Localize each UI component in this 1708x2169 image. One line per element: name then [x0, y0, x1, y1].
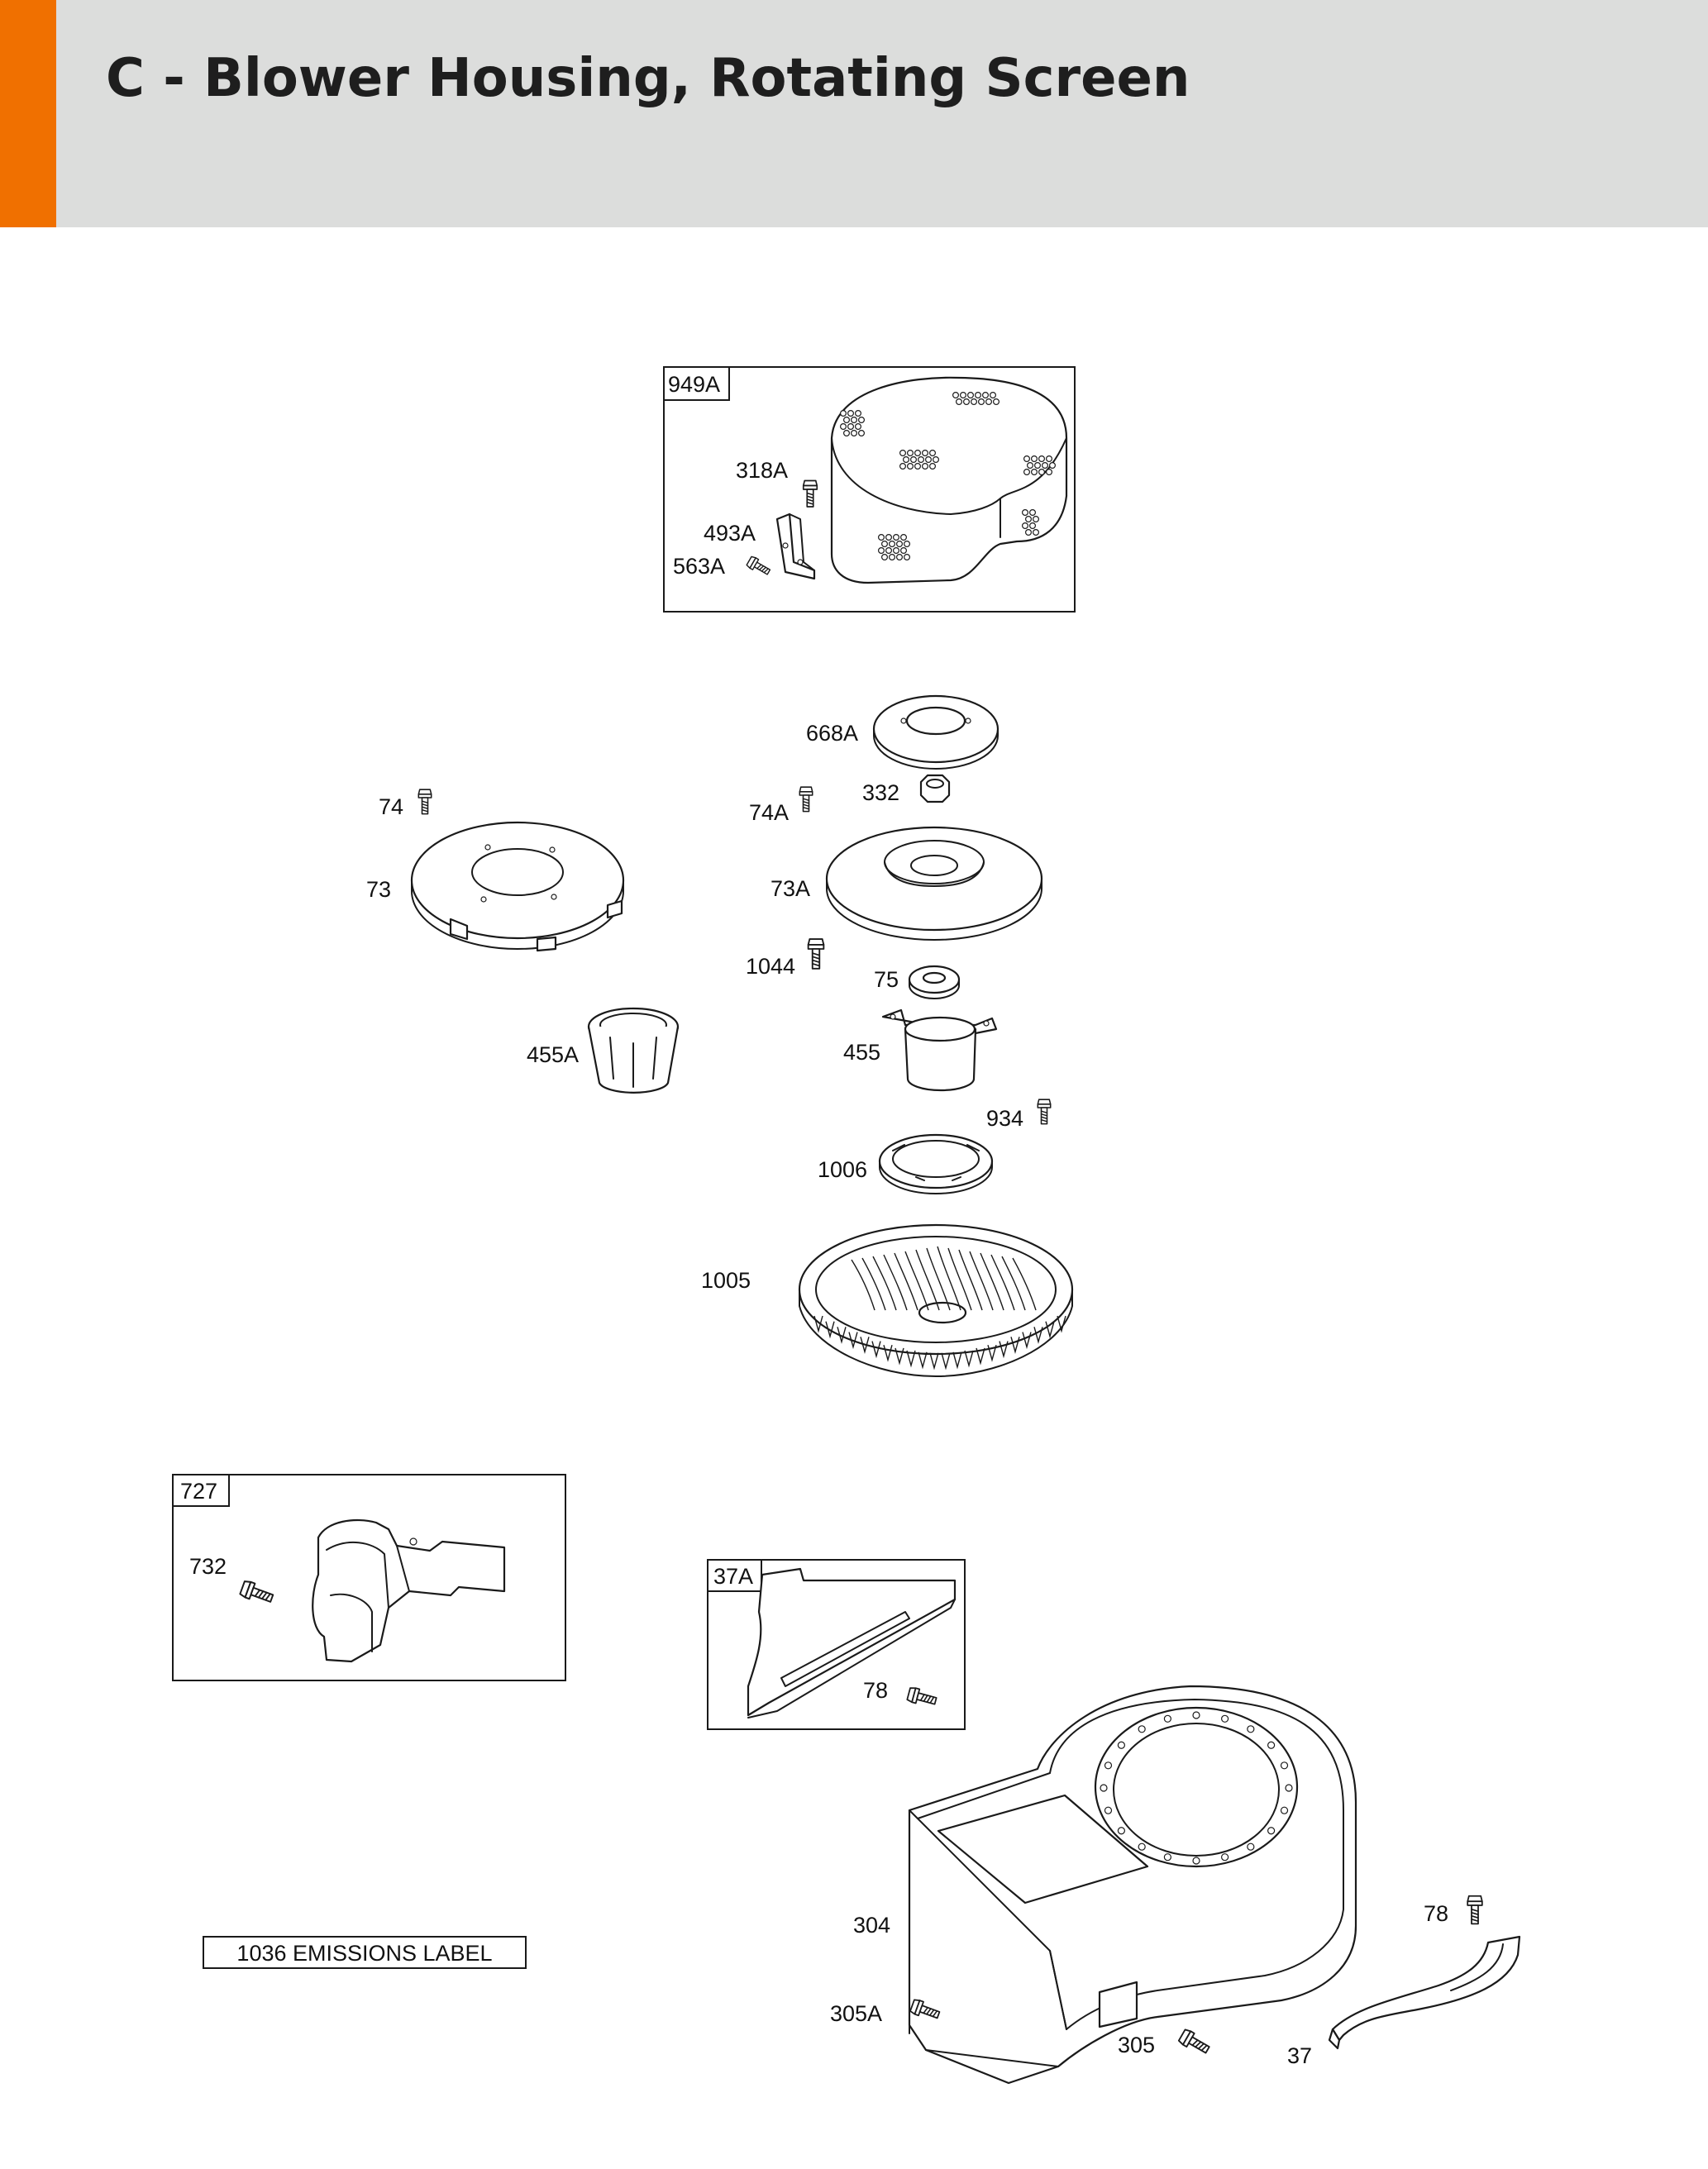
part-label-75: 75 — [874, 967, 899, 992]
kit-37A-box: 37A — [707, 1559, 966, 1730]
part-label-73: 73 — [366, 877, 391, 902]
part-label-1044: 1044 — [746, 954, 795, 979]
cup-455A-icon — [587, 1007, 680, 1094]
part-label-732: 732 — [189, 1554, 227, 1579]
emissions-label-box: 1036 EMISSIONS LABEL — [203, 1936, 527, 1969]
bolt-732-icon — [238, 1579, 276, 1607]
emissions-label-text: 1036 EMISSIONS LABEL — [236, 1941, 492, 1966]
part-label-78-kit: 78 — [863, 1678, 888, 1703]
blower-housing-304-icon — [908, 1685, 1357, 2085]
part-label-1005: 1005 — [701, 1268, 751, 1293]
screw-934-icon — [1037, 1099, 1052, 1125]
part-label-304: 304 — [853, 1913, 890, 1938]
part-label-73A: 73A — [771, 876, 810, 901]
screw-78-kit-icon — [906, 1685, 938, 1709]
part-label-1006: 1006 — [818, 1157, 867, 1182]
baffle-37A-icon — [747, 1567, 957, 1719]
screen-73A-icon — [825, 826, 1043, 941]
screw-74-icon — [417, 789, 432, 815]
baffle-37-icon — [1328, 1935, 1521, 2050]
kit-949A-box: 949A — [663, 366, 1076, 613]
cup-455-icon — [881, 1008, 998, 1092]
rotating-screen-cover — [830, 376, 1068, 584]
kit-949A-label: 949A — [668, 372, 720, 397]
screw-305-icon — [1177, 2028, 1213, 2057]
part-label-74A: 74A — [749, 800, 789, 825]
ring-1006-icon — [878, 1133, 994, 1194]
screen-73-icon — [410, 821, 625, 952]
screw-74A-icon — [799, 786, 813, 813]
plate-668A-icon — [872, 694, 1000, 770]
part-label-305: 305 — [1118, 2033, 1155, 2057]
page-title: C - Blower Housing, Rotating Screen — [106, 48, 1190, 109]
bracket-493A-icon — [775, 512, 816, 580]
screw-563A-icon — [745, 555, 773, 579]
part-label-305A: 305A — [830, 2001, 882, 2026]
bolt-318A-icon — [802, 479, 818, 508]
nut-332-icon — [919, 774, 951, 803]
part-label-455: 455 — [843, 1040, 880, 1065]
shroud-727-icon — [312, 1518, 506, 1663]
part-label-668A: 668A — [806, 721, 858, 746]
flywheel-1005-icon — [798, 1223, 1074, 1377]
part-label-455A: 455A — [527, 1042, 579, 1067]
kit-727-box: 727 — [172, 1474, 566, 1681]
part-label-37: 37 — [1287, 2043, 1312, 2068]
part-label-332: 332 — [862, 780, 899, 805]
header-accent-bar — [0, 0, 56, 227]
header-band — [0, 0, 1708, 227]
kit-37A-label: 37A — [713, 1564, 753, 1589]
washer-75-icon — [908, 965, 961, 999]
part-label-493A: 493A — [704, 521, 756, 546]
screw-78-icon — [1467, 1895, 1483, 1925]
part-label-74: 74 — [379, 794, 403, 819]
part-label-563A: 563A — [673, 554, 725, 579]
part-label-934: 934 — [986, 1106, 1023, 1131]
bolt-1044-icon — [807, 938, 825, 970]
part-label-78: 78 — [1424, 1901, 1448, 1926]
part-label-318A: 318A — [736, 458, 788, 483]
kit-727-label: 727 — [180, 1479, 217, 1504]
